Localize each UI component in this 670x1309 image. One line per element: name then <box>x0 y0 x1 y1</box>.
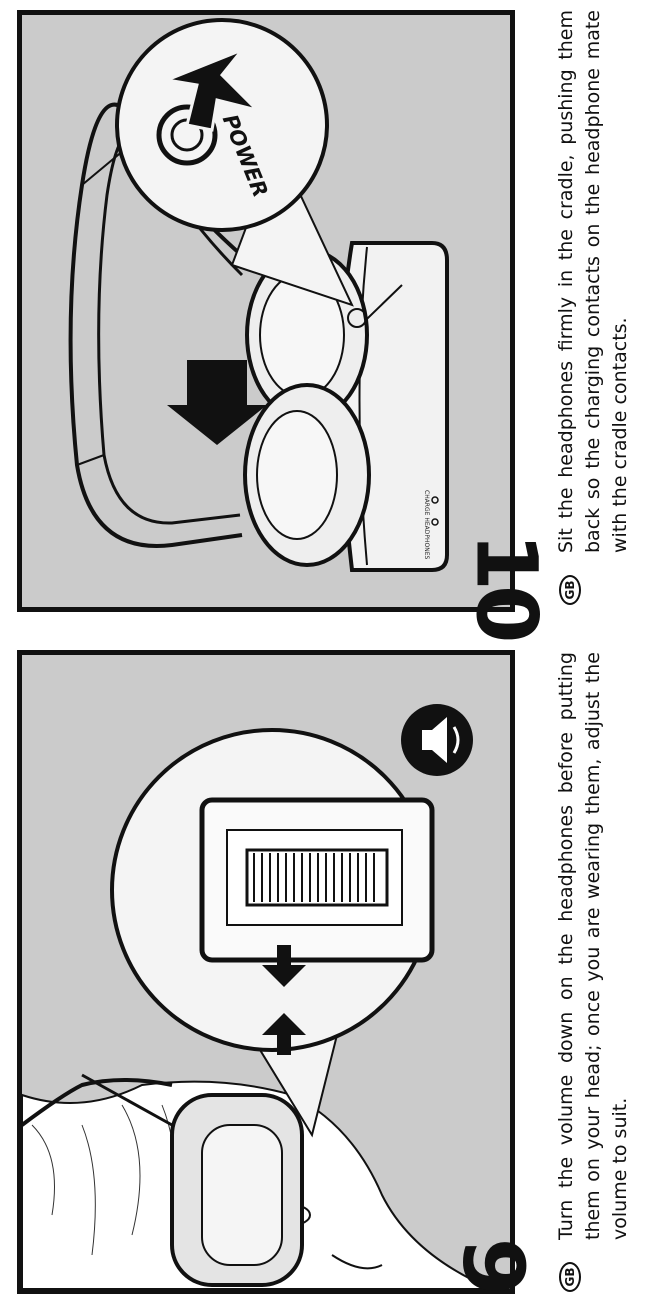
headphones-in-cradle-drawing <box>68 18 449 572</box>
instruction-text: Sit the headphones firmly in the cradle,… <box>555 10 631 553</box>
language-badge: GB <box>559 1262 581 1292</box>
step-10-caption: GB Sit the headphones firmly in the crad… <box>553 10 634 605</box>
headphones-led-icon <box>431 518 439 526</box>
wearing-headphones-drawing <box>20 704 493 1290</box>
step-number: 9 <box>444 1237 543 1297</box>
left-right-arrows-icon <box>262 945 306 1055</box>
push-arrow-icon <box>167 360 267 445</box>
speaker-icon <box>401 704 473 776</box>
step-9-illustration: 9 <box>17 650 542 1296</box>
power-callout <box>115 18 354 307</box>
volume-callout <box>110 728 435 1138</box>
volume-wheel-icon <box>245 848 389 907</box>
charge-led-icon <box>431 496 439 504</box>
person-wearing-headphones-illustration <box>20 1073 493 1290</box>
step-10-illustration: POWER CHARGE HEADPHONES 10 <box>17 10 555 637</box>
language-badge: GB <box>559 575 581 605</box>
step-9-caption: GB Turn the volume down on the headphone… <box>553 652 634 1292</box>
step-number: 10 <box>457 532 556 638</box>
cradle-label: CHARGE HEADPHONES <box>423 490 430 560</box>
power-button-icon <box>347 308 367 328</box>
instruction-text: Turn the volume down on the headphones b… <box>555 652 631 1240</box>
